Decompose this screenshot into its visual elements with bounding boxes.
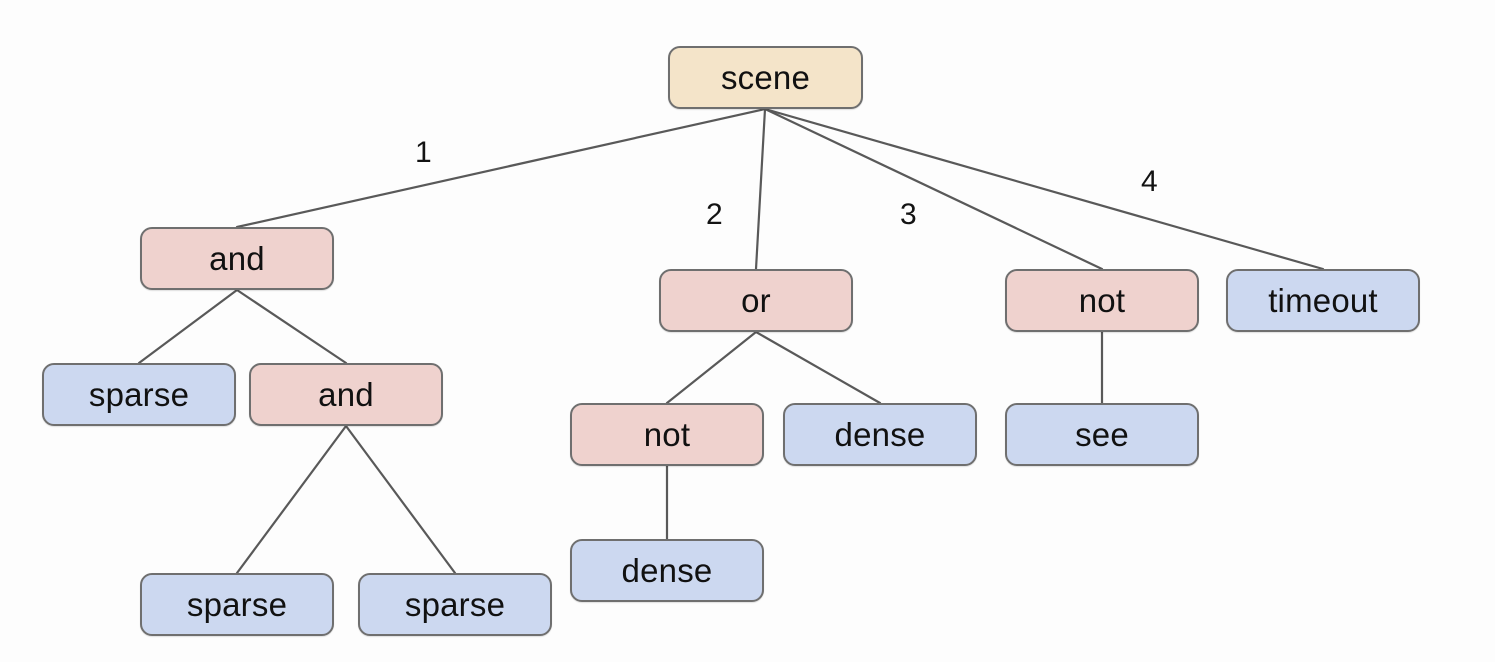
tree-node-label: not xyxy=(643,416,691,453)
tree-node-label: dense xyxy=(621,552,713,589)
tree-node-and1[interactable]: and xyxy=(140,227,334,290)
tree-node-label: see xyxy=(1075,416,1129,453)
tree-node-label: scene xyxy=(720,59,811,96)
tree-edge-and1-to-and2 xyxy=(235,288,348,365)
tree-edge-scene-to-or1 xyxy=(754,107,767,271)
tree-node-label: or xyxy=(741,282,771,319)
tree-edge-and1-to-sparse1 xyxy=(137,288,239,365)
tree-node-timeout[interactable]: timeout xyxy=(1226,269,1420,332)
tree-node-and2[interactable]: and xyxy=(249,363,443,426)
tree-edge-and2-to-sparse2 xyxy=(235,424,348,575)
edge-label-scene-to-and1: 1 xyxy=(415,136,432,169)
tree-node-dense2[interactable]: dense xyxy=(570,539,764,602)
tree-node-label: not xyxy=(1078,282,1126,319)
tree-node-label: timeout xyxy=(1268,282,1378,319)
tree-edge-scene-to-and1 xyxy=(235,107,767,229)
tree-node-label: sparse xyxy=(186,586,288,623)
tree-node-sparse3[interactable]: sparse xyxy=(358,573,552,636)
tree-edge-scene-to-not_r xyxy=(763,107,1104,271)
tree-node-see[interactable]: see xyxy=(1005,403,1199,466)
tree-node-not_m[interactable]: not xyxy=(570,403,764,466)
tree-node-label: sparse xyxy=(88,376,190,413)
edge-label-scene-to-timeout: 4 xyxy=(1141,165,1158,198)
tree-node-not_r[interactable]: not xyxy=(1005,269,1199,332)
tree-node-dense1[interactable]: dense xyxy=(783,403,977,466)
tree-node-label: dense xyxy=(834,416,926,453)
tree-edge-and2-to-sparse3 xyxy=(344,424,457,575)
tree-node-sparse1[interactable]: sparse xyxy=(42,363,236,426)
tree-edge-or1-to-not_m xyxy=(665,330,758,405)
edge-label-scene-to-not_r: 3 xyxy=(900,198,917,231)
edge-label-scene-to-or1: 2 xyxy=(706,198,723,231)
tree-edge-scene-to-timeout xyxy=(763,107,1325,271)
tree-edge-or1-to-dense1 xyxy=(754,330,882,405)
tree-node-sparse2[interactable]: sparse xyxy=(140,573,334,636)
tree-node-or1[interactable]: or xyxy=(659,269,853,332)
tree-node-scene[interactable]: scene xyxy=(668,46,863,109)
tree-node-label: sparse xyxy=(404,586,506,623)
tree-node-label: and xyxy=(209,240,265,277)
tree-node-label: and xyxy=(318,376,374,413)
